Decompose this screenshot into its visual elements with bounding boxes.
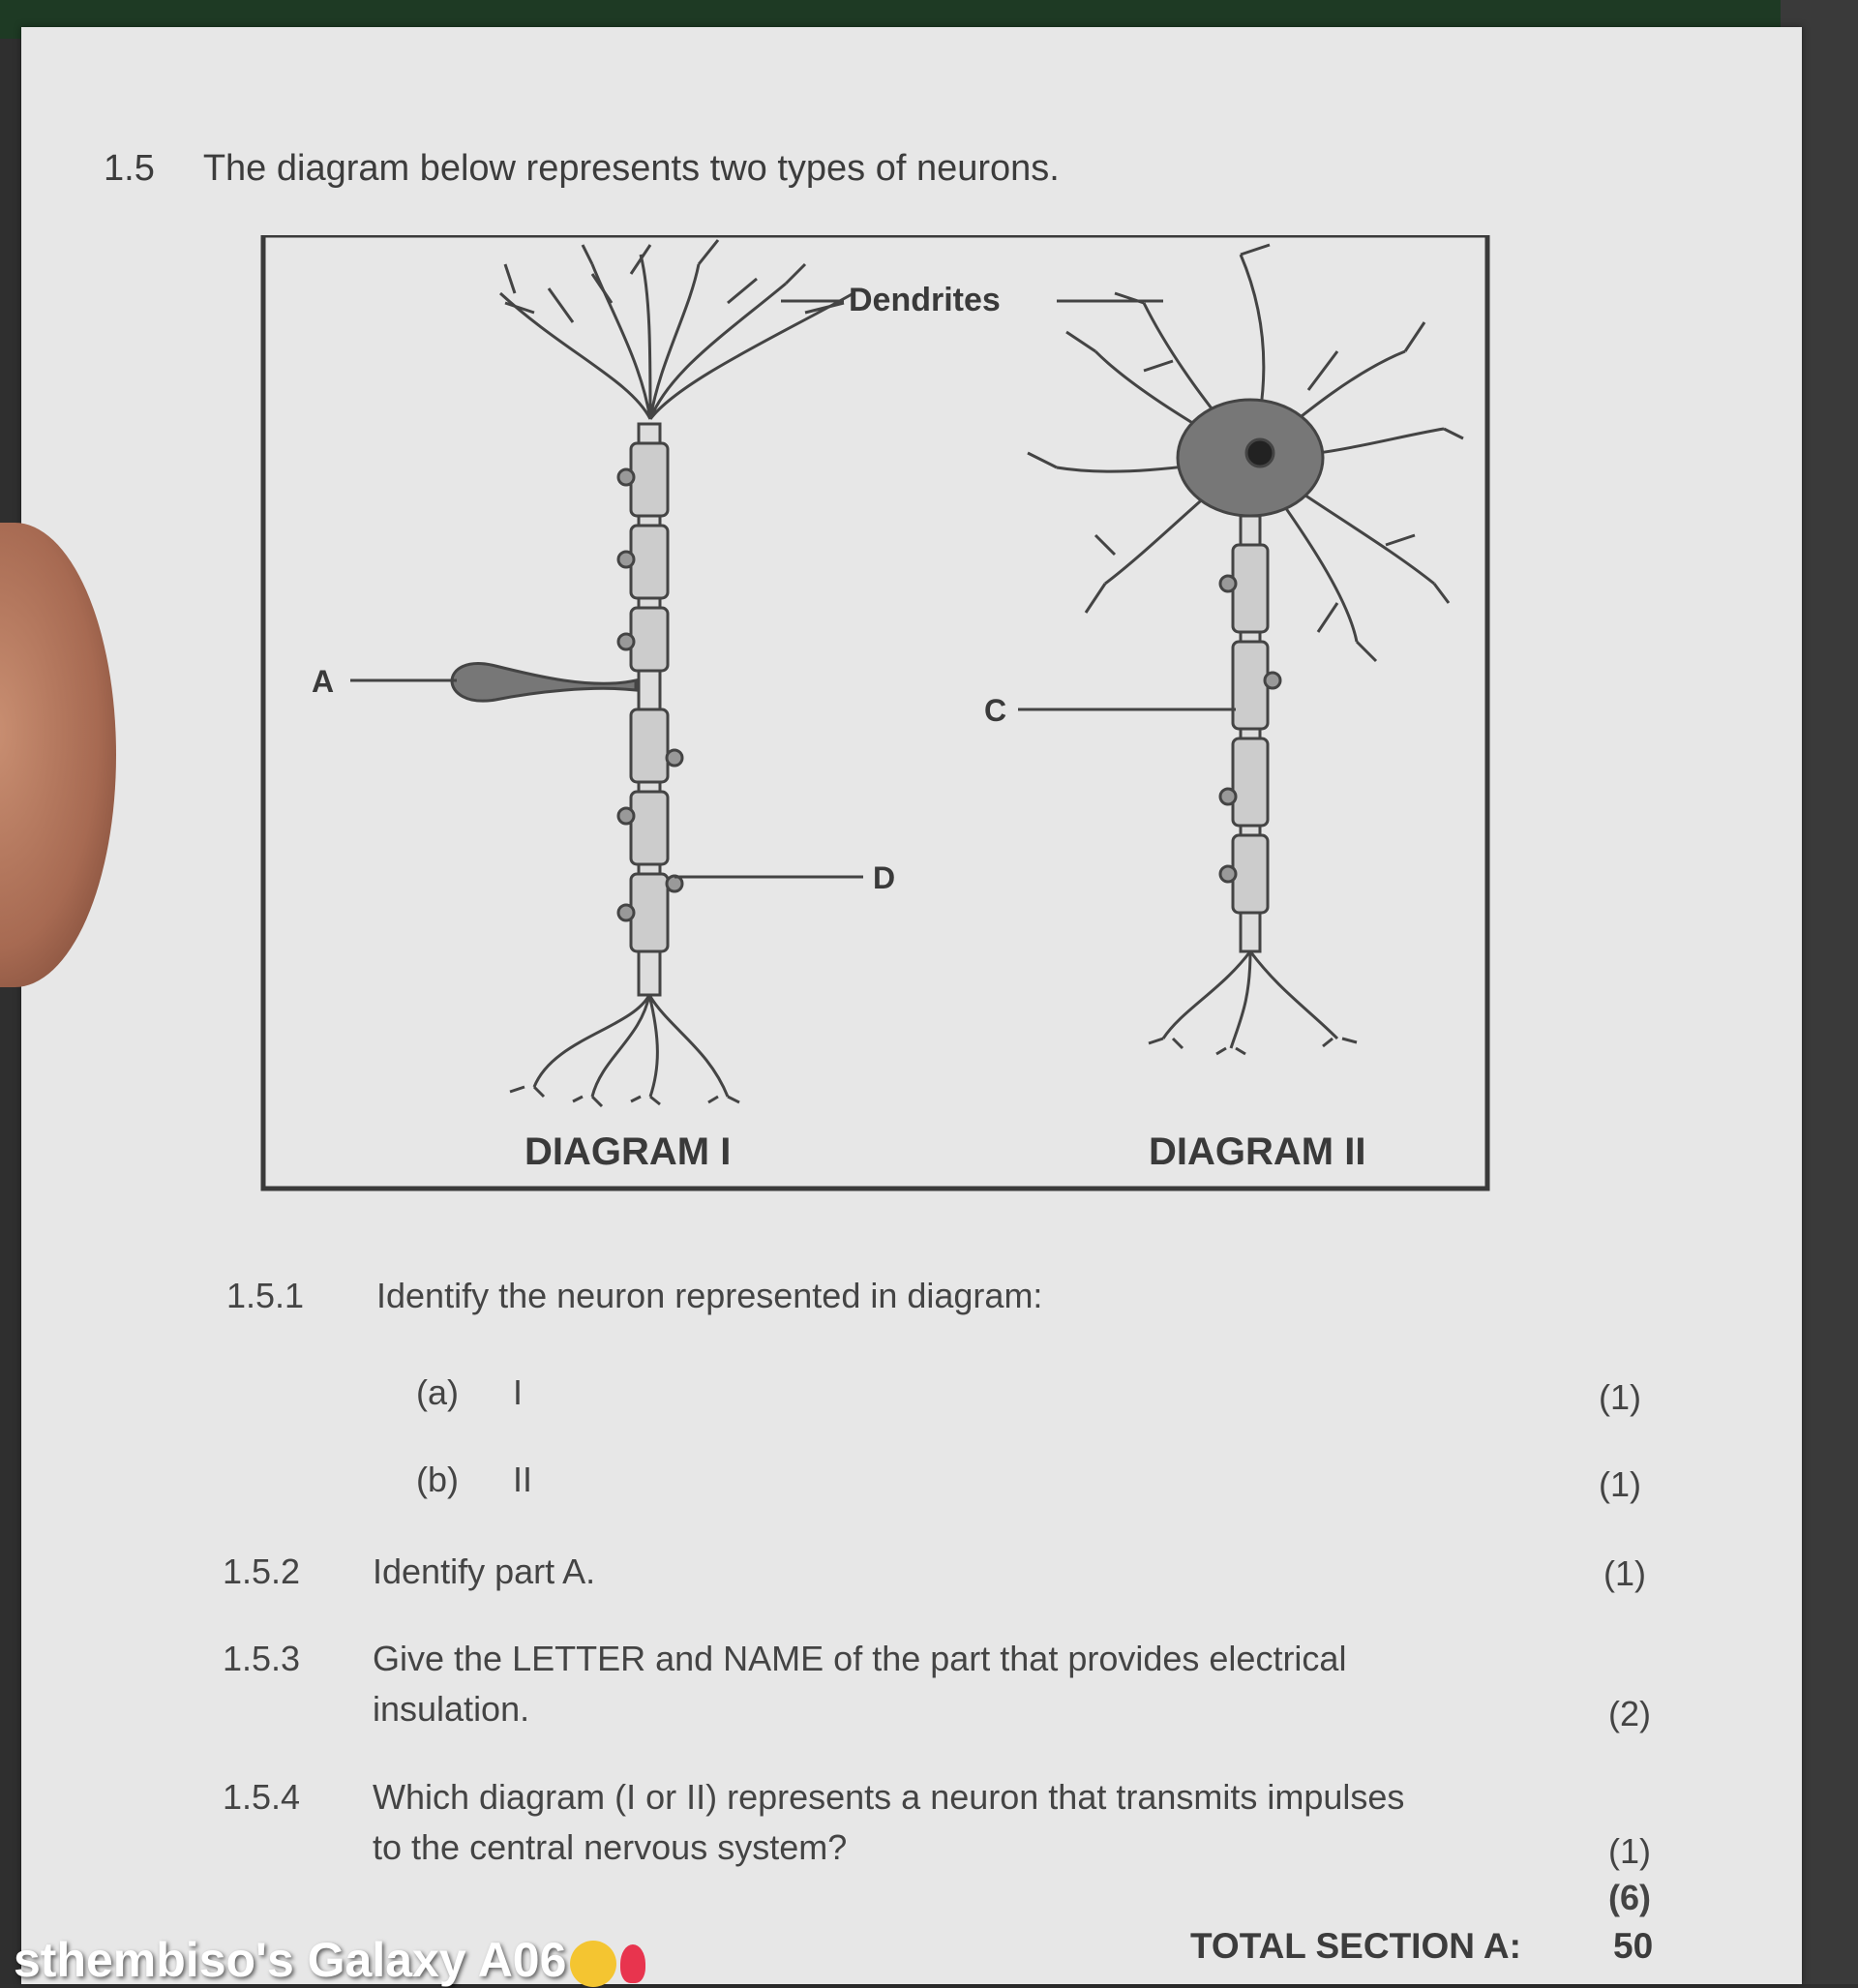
neuron-diagram-svg: Dendrites A C D DIAGRAM I DIAGRAM II: [260, 235, 1490, 1191]
diagram-frame: [260, 235, 1490, 1191]
zany-face-emoji-icon: [570, 1940, 617, 1987]
q153-text-line2: insulation.: [373, 1689, 530, 1729]
q154-number: 1.5.4: [223, 1777, 301, 1817]
q151-text: Identify the neuron represented in diagr…: [376, 1276, 1043, 1315]
q151b-mark: (1): [1599, 1464, 1641, 1504]
label-c: C: [984, 693, 1006, 728]
question-heading: 1.5 The diagram below represents two typ…: [104, 148, 1060, 190]
question-1-5-1: 1.5.1 Identify the neuron represented in…: [226, 1276, 1042, 1316]
q151-number: 1.5.1: [226, 1276, 305, 1315]
q151b-label: (b): [416, 1460, 459, 1499]
question-1-5-4: 1.5.4 Which diagram (I or II) represents…: [223, 1777, 1404, 1868]
device-watermark: sthembiso's Galaxy A06: [14, 1932, 646, 1988]
neuron-diagram: Dendrites A C D DIAGRAM I DIAGRAM II: [244, 235, 1502, 1203]
q152-text: Identify part A.: [373, 1551, 596, 1591]
question-1-5-2: 1.5.2 Identify part A.: [223, 1551, 595, 1592]
heart-emoji-icon: [620, 1943, 646, 1983]
caption-diagram-2: DIAGRAM II: [1149, 1130, 1365, 1173]
q151a-label: (a): [416, 1372, 459, 1412]
question-total: (6): [1608, 1878, 1651, 1917]
question-1-5-1b: (b) II: [416, 1460, 532, 1500]
q153-mark: (2): [1608, 1694, 1651, 1733]
q151a-mark: (1): [1599, 1377, 1641, 1417]
neuron-2: [1027, 243, 1464, 1056]
q154-text-line2: to the central nervous system?: [373, 1827, 848, 1867]
question-1-5-1a: (a) I: [416, 1372, 523, 1413]
q151a-text: I: [513, 1372, 524, 1412]
q153-number: 1.5.3: [223, 1639, 301, 1678]
leader-lines: [350, 299, 1236, 879]
caption-diagram-1: DIAGRAM I: [524, 1130, 731, 1173]
q151b-text: II: [513, 1460, 533, 1499]
exam-paper: 1.5 The diagram below represents two typ…: [21, 27, 1802, 1984]
q153-text-line1: Give the LETTER and NAME of the part tha…: [373, 1639, 1347, 1678]
section-total-label: TOTAL SECTION A:: [1190, 1926, 1521, 1966]
section-total-value: 50: [1613, 1926, 1654, 1966]
question-number: 1.5: [104, 148, 155, 189]
watermark-text: sthembiso's Galaxy A06: [14, 1933, 567, 1987]
q154-mark: (1): [1608, 1831, 1651, 1871]
label-dendrites: Dendrites: [849, 282, 1001, 318]
q152-number: 1.5.2: [223, 1551, 301, 1591]
neuron-1: [450, 239, 854, 1108]
q152-mark: (1): [1603, 1553, 1646, 1593]
q154-text-line1: Which diagram (I or II) represents a neu…: [373, 1777, 1405, 1817]
label-a: A: [312, 664, 334, 699]
question-stem: The diagram below represents two types o…: [202, 148, 1060, 189]
question-1-5-3: 1.5.3 Give the LETTER and NAME of the pa…: [223, 1639, 1346, 1730]
label-d: D: [873, 860, 895, 895]
